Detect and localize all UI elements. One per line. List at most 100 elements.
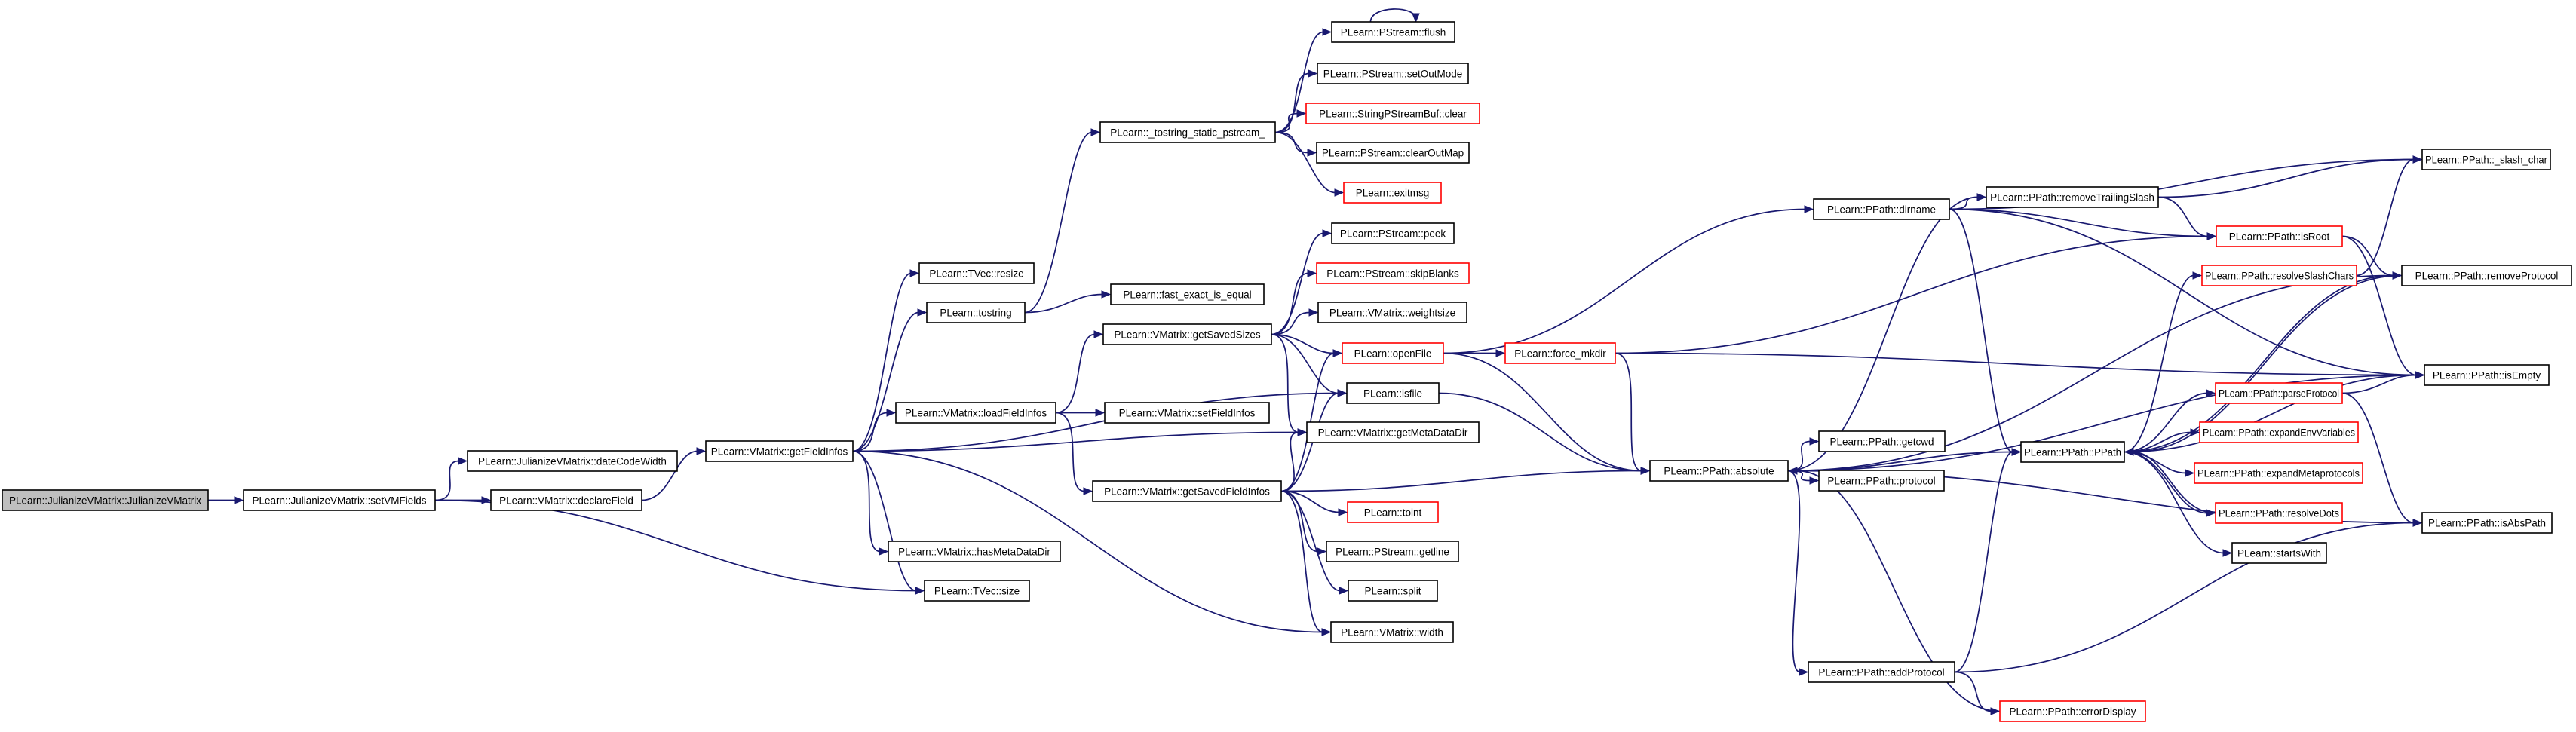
edge-loadFieldInfos-to-getSavedSizes [1055,330,1104,414]
edge-setVMFields-to-tvecSize [434,499,925,595]
node-tvecResize[interactable]: PLearn::TVec::resize [918,262,1035,284]
node-isAbsPath[interactable]: PLearn::PPath::isAbsPath [2421,512,2553,534]
edge-line [1274,31,1324,133]
node-label: PLearn::PPath::isRoot [2229,231,2330,243]
node-box [1305,103,1480,124]
edge-line [1274,131,1309,154]
node-addProtocol[interactable]: PLearn::PPath::addProtocol [1808,661,1955,683]
node-label: PLearn::JulianizeVMatrix::JulianizeVMatr… [9,495,201,507]
node-resolveDots[interactable]: PLearn::PPath::resolveDots [2215,502,2343,524]
node-setFieldInfos[interactable]: PLearn::VMatrix::setFieldInfos [1104,402,1270,424]
edge-line [1280,490,1323,633]
edge-getSavedFieldInfos-to-toint [1280,490,1348,516]
node-label: PLearn::VMatrix::declareField [499,495,633,507]
node-getcwd[interactable]: PLearn::PPath::getcwd [1818,430,1946,452]
edge-arrowhead [1809,476,1820,485]
node-flush[interactable]: PLearn::PStream::flush [1331,21,1455,43]
node-exitmsg[interactable]: PLearn::exitmsg [1343,182,1442,204]
node-protocol[interactable]: PLearn::PPath::protocol [1818,470,1945,492]
node-resolveSlashChars[interactable]: PLearn::PPath::resolveSlashChars [2201,265,2357,286]
node-tvecSize[interactable]: PLearn::TVec::size [924,580,1030,602]
node-loadFieldInfos[interactable]: PLearn::VMatrix::loadFieldInfos [895,402,1056,424]
edge-line [1949,208,2209,237]
node-getFieldInfos[interactable]: PLearn::VMatrix::getFieldInfos [705,440,854,462]
edge-line [1443,208,1806,354]
node-expandEnvVariables[interactable]: PLearn::PPath::expandEnvVariables [2199,421,2359,443]
node-tostring[interactable]: PLearn::tostring [926,302,1026,323]
edge-getSavedFieldInfos-to-openFile [1280,349,1343,492]
edge-dirname-to-isEmpty [1949,208,2425,379]
edge-line [1271,311,1311,335]
node-declareField[interactable]: PLearn::VMatrix::declareField [490,489,642,511]
node-setVMFields[interactable]: PLearn::JulianizeVMatrix::setVMFields [243,489,436,511]
node-split[interactable]: PLearn::split [1348,580,1438,602]
node-box [705,440,854,462]
node-weightsize[interactable]: PLearn::VMatrix::weightsize [1317,302,1467,323]
node-label: PLearn::PPath::parseProtocol [2219,388,2339,400]
edge-arrowhead [2192,271,2203,280]
edge-absolute-to-getcwd [1787,437,1820,472]
node-dirname[interactable]: PLearn::PPath::dirname [1813,198,1950,220]
node-ppath[interactable]: PLearn::PPath::PPath [2020,441,2125,463]
node-getMetaDataDir[interactable]: PLearn::VMatrix::getMetaDataDir [1306,421,1480,443]
edge-getSavedFieldInfos-to-width [1280,490,1332,636]
node-expandMetaprotocols[interactable]: PLearn::PPath::expandMetaprotocols [2194,462,2363,484]
edge-parseProtocol-to-isAbsPath [2341,392,2423,527]
node-hasMetaDataDir[interactable]: PLearn::VMatrix::hasMetaDataDir [888,541,1061,562]
node-errorDisplay[interactable]: PLearn::PPath::errorDisplay [1999,700,2146,722]
node-getline[interactable]: PLearn::PStream::getline [1326,541,1459,562]
edge-arrowhead [2185,469,2195,477]
edge-arrowhead [234,496,244,504]
node-openFile[interactable]: PLearn::openFile [1342,342,1444,364]
node-forceMkdir[interactable]: PLearn::force_mkdir [1504,342,1616,364]
node-removeProtocol[interactable]: PLearn::PPath::removeProtocol [2401,265,2572,286]
edge-line [2132,451,2216,514]
node-fastExact[interactable]: PLearn::fast_exact_is_equal [1110,283,1265,305]
edge-arrowhead [1322,229,1332,237]
node-toint[interactable]: PLearn::toint [1347,501,1439,523]
node-label: PLearn::PStream::peek [1340,228,1446,240]
edge-arrowhead [1307,149,1317,157]
node-isfile[interactable]: PLearn::isfile [1346,382,1440,404]
node-parseProtocol[interactable]: PLearn::PPath::parseProtocol [2215,382,2343,404]
node-root[interactable]: PLearn::JulianizeVMatrix::JulianizeVMatr… [2,489,209,511]
node-slashChar[interactable]: PLearn::PPath::_slash_char [2421,149,2551,170]
node-box [888,541,1061,562]
node-box [2,489,209,511]
edge-arrowhead [1337,389,1348,397]
node-box [2424,364,2550,386]
edge-arrowhead [2412,155,2423,164]
node-setOutMode[interactable]: PLearn::PStream::setOutMode [1317,63,1469,84]
node-width[interactable]: PLearn::VMatrix::width [1330,621,1454,643]
edge-arrowhead [1093,330,1104,338]
edge-arrowhead [1976,193,1987,201]
edge-arrowhead [1307,269,1317,277]
node-box [2194,462,2363,484]
node-box [1306,421,1480,443]
edge-line [1274,72,1310,133]
edge-getFieldInfos-to-tvecSize [852,450,925,595]
node-dateCodeWidth[interactable]: PLearn::JulianizeVMatrix::dateCodeWidth [467,450,678,472]
node-skipBlanks[interactable]: PLearn::PStream::skipBlanks [1316,262,1470,284]
edge-dirname-to-removeTrailingSlash [1949,193,1987,210]
node-absolute[interactable]: PLearn::PPath::absolute [1649,460,1789,482]
node-getSavedFieldInfos[interactable]: PLearn::VMatrix::getSavedFieldInfos [1092,480,1282,502]
node-getSavedSizes[interactable]: PLearn::VMatrix::getSavedSizes [1102,323,1272,345]
edge-line [434,499,917,592]
node-isEmpty[interactable]: PLearn::PPath::isEmpty [2424,364,2550,386]
node-removeTrailingSlash[interactable]: PLearn::PPath::removeTrailingSlash [1986,186,2159,208]
node-box [2421,149,2551,170]
node-sbufClear[interactable]: PLearn::StringPStreamBuf::clear [1305,103,1480,124]
edge-line [1787,470,1801,673]
node-peek[interactable]: PLearn::PStream::peek [1331,222,1455,244]
node-isRoot[interactable]: PLearn::PPath::isRoot [2216,225,2343,247]
edge-getSavedSizes-to-peek [1271,229,1332,335]
edge-line [1787,274,2394,472]
node-label: PLearn::JulianizeVMatrix::dateCodeWidth [478,456,667,467]
node-label: PLearn::PPath::resolveDots [2219,508,2339,519]
edge-tostringStatic-to-exitmsg [1274,131,1345,197]
node-tostringStatic[interactable]: PLearn::_tostring_static_pstream_ [1099,121,1276,143]
node-startsWith[interactable]: PLearn::startsWith [2231,542,2327,564]
node-label: PLearn::PPath::resolveSlashChars [2205,271,2354,282]
node-clearOutMap[interactable]: PLearn::PStream::clearOutMap [1316,142,1470,164]
